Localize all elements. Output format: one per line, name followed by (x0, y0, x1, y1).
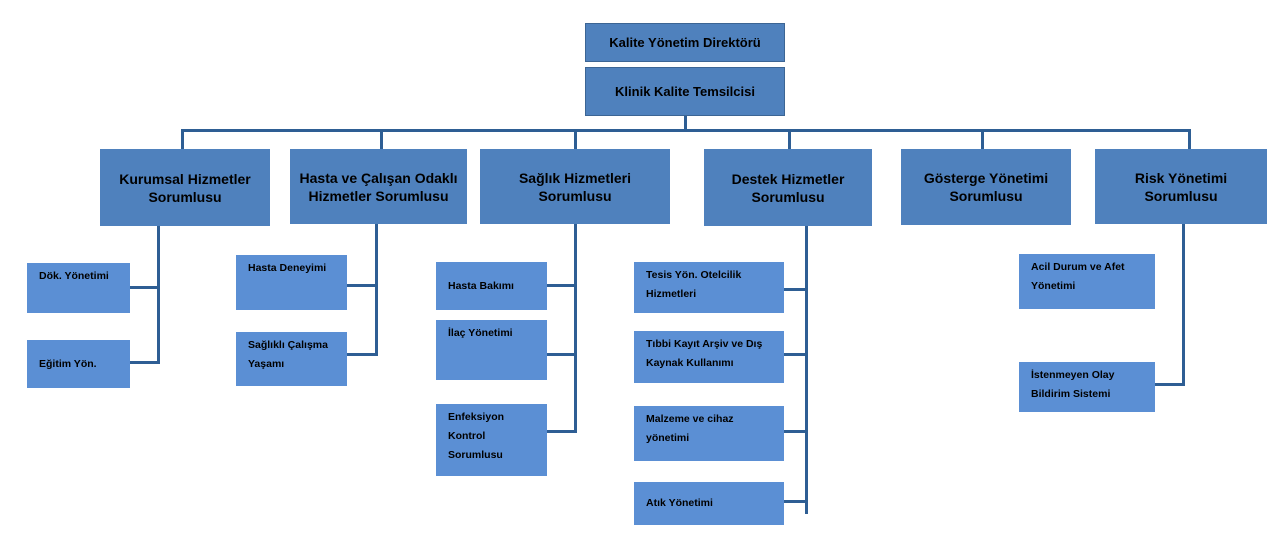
connector-line (547, 353, 577, 356)
connector-line (784, 500, 808, 503)
leaf-egitim-yon: Eğitim Yön. (27, 340, 130, 388)
manager-box-destek: Destek Hizmetler Sorumlusu (704, 149, 872, 226)
connector-line (130, 286, 160, 289)
connector-line (347, 284, 378, 287)
leaf-malzeme-cihaz: Malzeme ve cihaz yönetimi (634, 406, 784, 461)
connector-line (375, 224, 378, 356)
connector-line (1155, 383, 1185, 386)
connector-line (574, 224, 577, 433)
connector-line (157, 226, 160, 363)
manager-box-risk: Risk Yönetimi Sorumlusu (1095, 149, 1267, 224)
leaf-hasta-deneyimi: Hasta Deneyimi (236, 255, 347, 310)
leaf-saglikli-calisma: Sağlıklı Çalışma Yaşamı (236, 332, 347, 386)
manager-box-gosterge: Gösterge Yönetimi Sorumlusu (901, 149, 1071, 225)
connector-line (1188, 129, 1191, 149)
leaf-dok-yonetimi: Dök. Yönetimi (27, 263, 130, 313)
leaf-istenmeyen-olay: İstenmeyen Olay Bildirim Sistemi (1019, 362, 1155, 412)
leaf-hasta-bakimi: Hasta Bakımı (436, 262, 547, 310)
leaf-tibbi-kayit: Tıbbi Kayıt Arşiv ve Dış Kaynak Kullanım… (634, 331, 784, 383)
leaf-tesis-yon: Tesis Yön. Otelcilik Hizmetleri (634, 262, 784, 313)
leaf-ilac-yonetimi: İlaç Yönetimi (436, 320, 547, 380)
connector-line (130, 361, 160, 364)
connector-line (181, 129, 184, 149)
leaf-atik-yonetimi: Atık Yönetimi (634, 482, 784, 525)
connector-line (784, 288, 808, 291)
connector-line (784, 353, 808, 356)
connector-line (347, 353, 378, 356)
connector-line (784, 430, 808, 433)
connector-line (574, 129, 577, 149)
connector-line (380, 129, 383, 149)
connector-line (684, 116, 687, 131)
connector-line (1182, 224, 1185, 386)
manager-box-saglik: Sağlık Hizmetleri Sorumlusu (480, 149, 670, 224)
representative-box: Klinik Kalite Temsilcisi (585, 67, 785, 116)
connector-line (547, 284, 577, 287)
manager-box-hasta-calisan: Hasta ve Çalışan Odaklı Hizmetler Soruml… (290, 149, 467, 224)
director-box: Kalite Yönetim Direktörü (585, 23, 785, 62)
connector-line (547, 430, 577, 433)
leaf-acil-durum: Acil Durum ve Afet Yönetimi (1019, 254, 1155, 309)
manager-box-kurumsal: Kurumsal Hizmetler Sorumlusu (100, 149, 270, 226)
connector-line (805, 226, 808, 514)
leaf-enfeksiyon-kontrol: Enfeksiyon Kontrol Sorumlusu (436, 404, 547, 476)
connector-line (981, 129, 984, 149)
connector-line (788, 129, 791, 149)
connector-line (181, 129, 1191, 132)
